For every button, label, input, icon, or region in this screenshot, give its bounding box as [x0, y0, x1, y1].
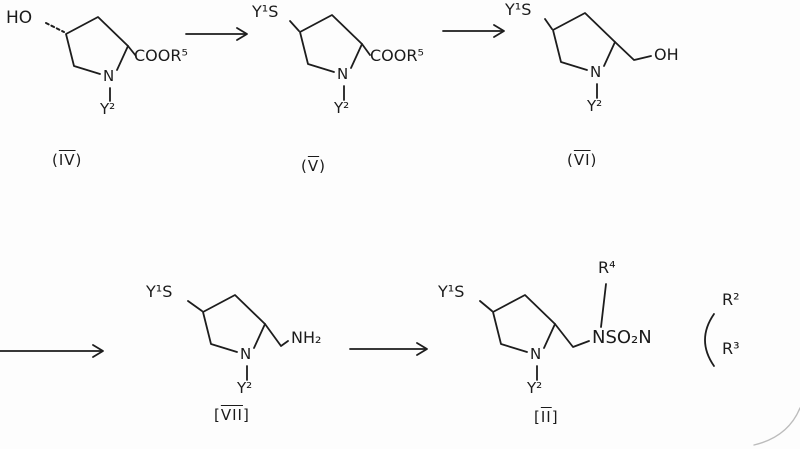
iv-label-open: ( [52, 151, 59, 169]
structure-vi-drawing [544, 12, 652, 99]
v-label-open: ( [301, 157, 308, 175]
iv-structure-label: (IV) [52, 153, 82, 168]
page-curl-artifact [753, 407, 800, 446]
arrow-into-vii [0, 344, 104, 358]
vi-structure-label: (VI) [567, 153, 597, 168]
iv-ester-label: COOR⁵ [134, 46, 188, 65]
v-label-numeral: V [307, 157, 320, 175]
iv-n-substituent: Y² [100, 100, 116, 118]
v-n-substituent: Y² [334, 99, 350, 117]
pyrrolidine-ring [202, 294, 266, 353]
amine-bracket [704, 313, 715, 367]
ii-ring-nitrogen: N [530, 345, 542, 363]
arrow-iv-to-v [185, 27, 248, 41]
stereo-dashed-bond [45, 22, 65, 33]
substituent-bonds [109, 45, 137, 102]
pyrrolidine-ring [552, 12, 616, 71]
ii-label-open: [ [534, 408, 541, 426]
ii-n-substituent: Y² [527, 379, 543, 397]
vii-thio-label: Y¹S [146, 282, 173, 301]
substituent-bonds [289, 20, 371, 101]
structure-v-drawing [289, 14, 371, 101]
arrow-head [236, 27, 248, 41]
ii-label-numeral: II [540, 408, 552, 426]
vii-label-numeral: VII [220, 406, 243, 424]
substituent-bonds [544, 18, 652, 99]
vi-label-numeral: VI [573, 151, 591, 169]
substituent-bonds [479, 300, 590, 381]
vii-label-close: ] [242, 406, 250, 424]
v-structure-label: (V) [301, 159, 326, 174]
vi-ring-nitrogen: N [590, 63, 602, 81]
vii-structure-label: [VII] [214, 408, 250, 423]
iv-ring-nitrogen: N [103, 67, 115, 85]
pyrrolidine-ring [299, 14, 363, 73]
iv-label-close: ) [75, 151, 83, 169]
structure-vii-drawing [187, 294, 289, 381]
vii-amine-label: NH₂ [291, 328, 322, 347]
arrow-head [92, 344, 104, 358]
vii-ring-nitrogen: N [240, 345, 252, 363]
iv-hydroxyl-label: HO [6, 8, 33, 28]
ii-structure-label: [II] [534, 410, 559, 425]
arrow-head [416, 342, 428, 356]
vi-label-close: ) [590, 151, 598, 169]
ii-r2-label: R² [722, 290, 740, 309]
substituent-bonds [187, 300, 289, 381]
vii-label-open: [ [214, 406, 221, 424]
vi-hydroxy-label: OH [654, 45, 679, 64]
arrow-v-to-vi [442, 24, 505, 38]
ii-r4-label: R⁴ [598, 258, 616, 277]
ii-r3-label: R³ [722, 339, 740, 358]
arrow-head [493, 24, 505, 38]
vi-thio-label: Y¹S [505, 0, 532, 19]
r4-to-nitrogen-bond [600, 283, 607, 328]
vi-n-substituent: Y² [587, 97, 603, 115]
vi-label-open: ( [567, 151, 574, 169]
v-ester-label: COOR⁵ [370, 46, 424, 65]
structure-iv-drawing [45, 16, 137, 102]
iv-label-numeral: IV [58, 151, 76, 169]
ii-thio-label: Y¹S [438, 282, 465, 301]
v-thio-label: Y¹S [252, 2, 279, 21]
v-ring-nitrogen: N [337, 65, 349, 83]
ii-sulfamide-label: NSO₂N [592, 327, 652, 348]
pyrrolidine-ring [492, 294, 556, 353]
v-label-close: ) [319, 157, 326, 175]
ii-label-close: ] [551, 408, 559, 426]
pyrrolidine-ring [65, 16, 129, 75]
vii-n-substituent: Y² [237, 379, 253, 397]
structure-ii-drawing [479, 283, 715, 381]
arrow-vii-to-ii [349, 342, 428, 356]
